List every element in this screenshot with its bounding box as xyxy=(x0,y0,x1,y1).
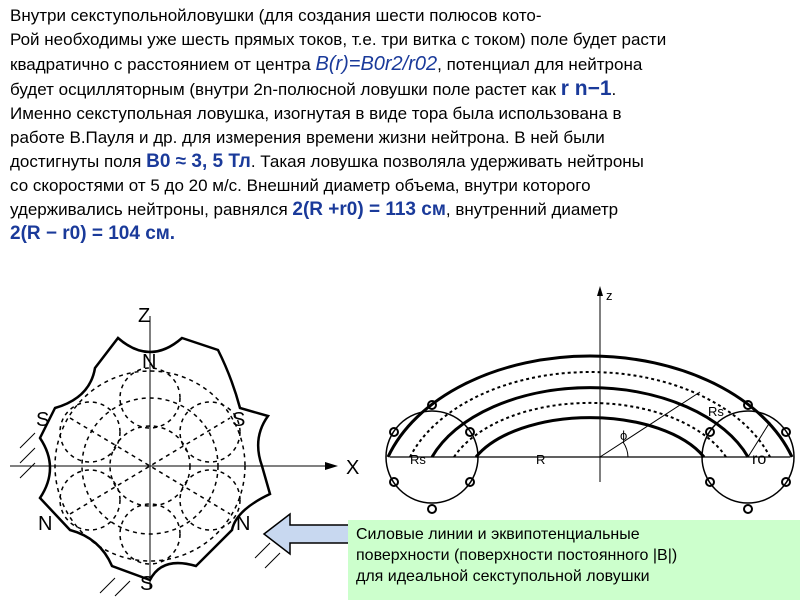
rs-right-label: Rs xyxy=(708,404,724,419)
sextupole-diagram: Z X N S S N N S xyxy=(10,305,359,597)
inner-diameter-formula: 2(R − r0) = 104 см. xyxy=(10,223,176,244)
rs-left-label: Rs xyxy=(410,452,426,467)
pole-lower-left-n: N xyxy=(38,513,52,535)
pole-right-s: S xyxy=(232,409,245,431)
R-label: R xyxy=(536,452,545,467)
pole-bottom-s: S xyxy=(140,573,153,595)
paragraph-line-8: со скоростями от 5 до 20 м/с. Внешний ди… xyxy=(10,176,591,195)
pointer-arrow xyxy=(262,512,351,556)
pole-top-n: N xyxy=(142,351,156,373)
r0-label: ro xyxy=(752,451,766,468)
field-formula: B(r)=B0r2/r02 xyxy=(315,53,438,75)
caption-box: Силовые линии и эквипотенциальные поверх… xyxy=(348,520,800,600)
paragraph-line-4: будет осцилляторным (внутри 2n-полюсной … xyxy=(10,77,617,100)
caption-line-3: для идеальной секступольной ловушки xyxy=(356,568,650,585)
paragraph-line-9: удерживались нейтроны, равнялся 2(R +r0)… xyxy=(10,199,619,220)
main-paragraph: Внутри секступольнойловушки (для создани… xyxy=(10,4,794,246)
torus-z-label: z xyxy=(606,288,613,303)
caption-line-1: Силовые линии и эквипотенциальные xyxy=(356,526,640,543)
paragraph-line-1: Внутри секступольнойловушки (для создани… xyxy=(10,6,542,25)
pole-lower-right-n: N xyxy=(236,513,250,535)
outer-diameter-formula: 2(R +r0) = 113 см xyxy=(292,199,446,220)
power-formula: r n−1 xyxy=(560,77,612,100)
paragraph-line-2: Рой необходимы уже шесть прямых токов, т… xyxy=(10,30,667,49)
caption-line-2: поверхности (поверхности постоянного |B|… xyxy=(356,547,678,564)
torus-trap-diagram: z Rs Rs R ϕ ro xyxy=(385,286,795,514)
paragraph-line-5: Именно секступольная ловушка, изогнутая … xyxy=(10,104,622,123)
axis-x-label: X xyxy=(346,457,359,479)
paragraph-line-3: квадратично с расстоянием от центра B(r)… xyxy=(10,53,643,75)
field-value: B0 ≈ 3, 5 Тл xyxy=(146,151,251,172)
paragraph-line-7: достигнуты поля B0 ≈ 3, 5 Тл. Такая лову… xyxy=(10,151,644,172)
phi-label: ϕ xyxy=(620,428,627,443)
paragraph-line-6: работе В.Пауля и др. для измерения време… xyxy=(10,128,605,147)
pole-left-s: S xyxy=(36,409,49,431)
axis-z-label: Z xyxy=(138,305,150,327)
